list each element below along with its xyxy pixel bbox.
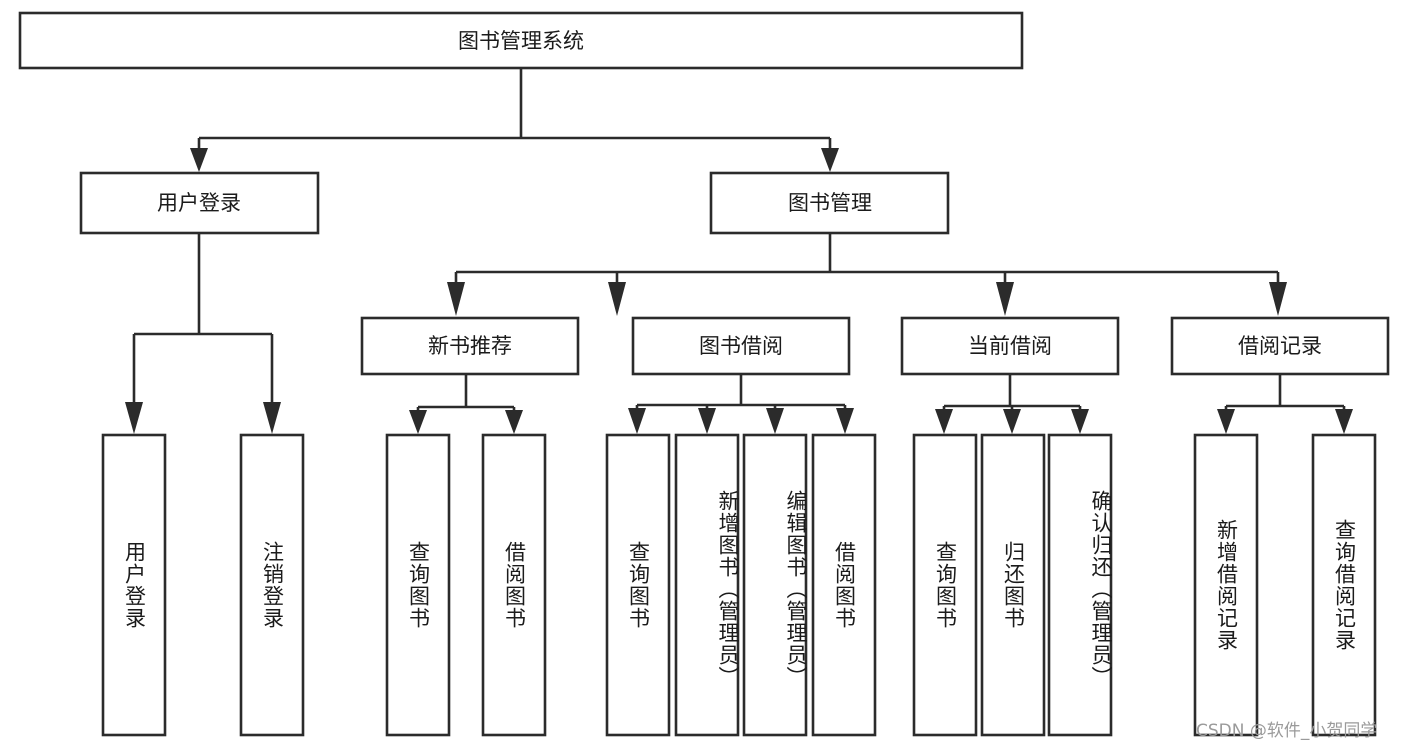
arrow-head-leaf-borrow-book-recommend — [505, 410, 523, 434]
arrow-head-new-book-recommend — [447, 282, 465, 316]
arrow-head-leaf-edit-book-admin — [766, 408, 784, 434]
node-book-management-label: 图书管理 — [788, 191, 872, 215]
arrow-head-leaf-query-book-borrow — [628, 408, 646, 434]
node-current-borrow-label: 当前借阅 — [968, 334, 1052, 358]
arrow-head-borrow-records — [1269, 282, 1287, 316]
node-leaf-add-borrow-record-box[interactable] — [1193, 433, 1259, 737]
node-leaf-query-book-recommend-box[interactable] — [385, 433, 451, 737]
arrow-head-leaf-user-login — [125, 402, 143, 434]
arrow-head-leaf-borrow-book — [836, 408, 854, 434]
connector-layer — [125, 68, 1353, 434]
node-leaf-borrow-book-box[interactable] — [811, 433, 877, 737]
node-borrow-records-box[interactable] — [1170, 316, 1390, 376]
arrow-head-leaf-logout — [263, 402, 281, 434]
csdn-watermark: CSDN @软件_小贺同学 — [1196, 721, 1378, 741]
node-layer: 图书管理系统 用户登录 图书管理 新书推荐 图书借阅 当前借阅 借阅记录 — [18, 11, 1390, 737]
arrow-head-leaf-confirm-return-admin — [1071, 409, 1089, 434]
node-leaf-query-borrow-record-box[interactable] — [1311, 433, 1377, 737]
node-book-management-box[interactable] — [709, 171, 950, 235]
node-book-borrow-box[interactable] — [631, 316, 851, 376]
node-root-box[interactable] — [18, 11, 1024, 70]
node-leaf-user-login-box[interactable] — [101, 433, 167, 737]
node-new-book-recommend-label: 新书推荐 — [428, 334, 512, 358]
node-current-borrow-box[interactable] — [900, 316, 1120, 376]
node-book-borrow-label: 图书借阅 — [699, 334, 783, 358]
arrow-head-leaf-query-borrow-record — [1335, 409, 1353, 434]
node-leaf-add-book-admin-box[interactable] — [674, 433, 740, 737]
arrow-head-user-login — [190, 148, 208, 172]
node-leaf-return-book-box[interactable] — [980, 433, 1046, 737]
node-leaf-borrow-book-recommend-box[interactable] — [481, 433, 547, 737]
node-leaf-edit-book-admin-box[interactable] — [742, 433, 808, 737]
node-leaf-confirm-return-admin-box[interactable] — [1047, 433, 1113, 737]
arrow-head-leaf-query-book-recommend — [409, 410, 427, 434]
node-user-login-box[interactable] — [79, 171, 320, 235]
arrow-head-current-borrow — [996, 282, 1014, 316]
arrow-head-leaf-add-book-admin — [698, 408, 716, 434]
node-leaf-query-book-borrow-box[interactable] — [605, 433, 671, 737]
arrow-head-book-borrow — [608, 282, 626, 316]
arrow-head-leaf-add-borrow-record — [1217, 409, 1235, 434]
arrow-head-book-management — [821, 148, 839, 172]
node-leaf-logout-box[interactable] — [239, 433, 305, 737]
arrow-head-leaf-query-book-current — [935, 409, 953, 434]
node-new-book-recommend-box[interactable] — [360, 316, 580, 376]
arrow-head-leaf-return-book — [1003, 409, 1021, 434]
node-user-login-label: 用户登录 — [157, 191, 241, 215]
node-leaf-query-book-current-box[interactable] — [912, 433, 978, 737]
node-root-label: 图书管理系统 — [458, 29, 584, 53]
node-borrow-records-label: 借阅记录 — [1238, 334, 1322, 358]
